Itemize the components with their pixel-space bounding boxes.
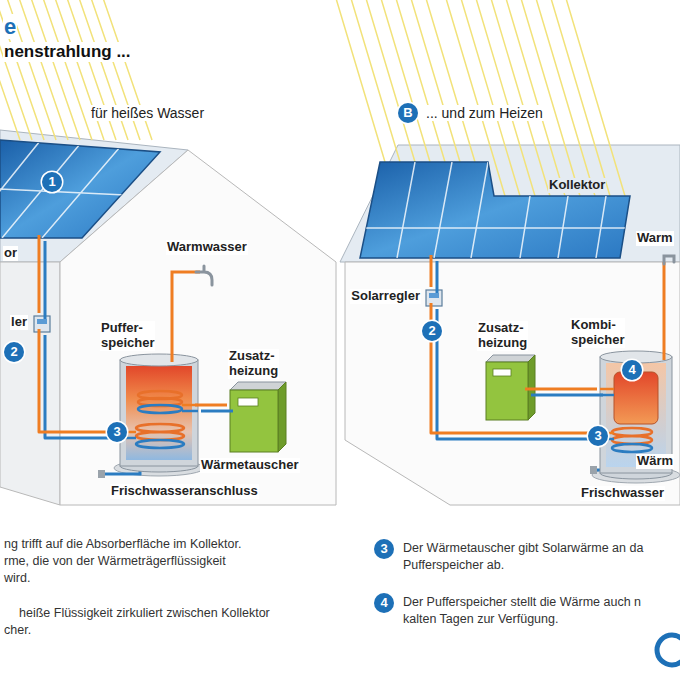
heater-display [493, 369, 511, 376]
pipe [38, 235, 41, 313]
warm-water-pipe [663, 262, 666, 360]
pipe [195, 404, 227, 407]
collector-panel [0, 140, 160, 238]
component: or [0, 140, 160, 238]
collector-panel [360, 162, 630, 258]
pipe [531, 394, 603, 397]
pipe [201, 410, 233, 413]
heater-top [486, 355, 535, 362]
buffer-tank [120, 360, 198, 466]
callout-number: B [398, 103, 418, 123]
front-wall [345, 262, 680, 505]
pipe-fitting [98, 470, 105, 478]
component: Zusatz- heizung [486, 362, 528, 420]
text-label: Pufferspeicher ab. [402, 558, 505, 572]
heater-box [486, 362, 528, 420]
text-label: e [3, 14, 17, 39]
callout-number: 4 [622, 360, 642, 380]
heat-exchanger-coil [120, 391, 198, 448]
text-label: ... und zum Heizen [425, 105, 544, 121]
heater-top [230, 382, 286, 390]
pipe [436, 261, 439, 293]
coil-turn [136, 440, 184, 448]
text-label: heiße Flüssigkeit zirkuliert zwischen Ko… [18, 606, 271, 620]
controller-screen [37, 319, 47, 324]
collector-grid [366, 162, 628, 258]
callout-number: 3 [588, 426, 608, 446]
component: ler [34, 316, 50, 332]
component: Puffer- speicher [120, 360, 198, 466]
coil-turn [138, 405, 182, 413]
text-label: Der Pufferspeicher stellt die Wärme auch… [402, 595, 642, 609]
text-label: rme, die von der Wärmeträgerflüssigkeit [3, 554, 227, 568]
component-label: Solarregler [350, 289, 421, 304]
text-label: Frischwasser [580, 486, 665, 501]
text-label: ng trifft auf die Absorberfläche im Koll… [3, 537, 242, 551]
text-label: Wärm [636, 454, 674, 469]
pipe-fitting [590, 466, 597, 474]
callout-number: 1 [42, 172, 62, 192]
text-label: cher. [3, 623, 32, 637]
coil-pipe [182, 410, 198, 413]
text-label: Wärmetauscher [200, 458, 300, 473]
pipe [525, 388, 597, 391]
pipe-pair [525, 389, 603, 395]
controller-screen [429, 293, 439, 298]
pipe [430, 255, 433, 287]
component-label: or [3, 246, 18, 261]
tank-top [120, 354, 198, 366]
coil-pipe [600, 388, 614, 391]
tap-symbol [664, 256, 674, 264]
component-label: Zusatz- heizung [228, 349, 279, 379]
text-label: Der Wärmetauscher gibt Solarwärme an da [402, 541, 644, 555]
title: nenstrahlung ... [3, 42, 132, 62]
heater-box [230, 390, 278, 452]
component-label: Kollektor [548, 178, 606, 193]
component: Zusatz- heizung [230, 390, 278, 452]
callout-number: 3 [374, 539, 394, 559]
tap-symbol [196, 266, 212, 285]
text-label: wird. [3, 571, 31, 585]
text-label: kalten Tagen zur Verfügung. [402, 612, 559, 626]
controller-box [34, 316, 50, 332]
callout-number: 3 [107, 422, 127, 442]
tank-content [126, 366, 192, 460]
pipe-pair [431, 255, 437, 293]
collector-grid [0, 141, 125, 238]
component-label: Zusatz- heizung [477, 321, 528, 351]
text-label: für heißes Wasser [90, 105, 205, 121]
callout-number: 2 [4, 342, 24, 362]
component-label: ler [10, 315, 28, 330]
inner-tank [614, 372, 658, 424]
warm-water-pipe [172, 272, 200, 362]
text-label: Frischwasseranschluss [110, 484, 259, 499]
callout-number: 2 [422, 321, 442, 341]
component-label: Puffer- speicher [100, 321, 155, 351]
component: Kollektor [360, 162, 630, 258]
heat-exchanger-coil [600, 389, 652, 452]
pipe-pair [39, 235, 45, 319]
component-label: Kombi- speicher [570, 318, 625, 348]
side-wall [0, 262, 60, 505]
text-label: Warmwasser [166, 240, 248, 255]
logo-ring [657, 635, 680, 665]
pipe [44, 241, 47, 319]
callout-number: 4 [374, 593, 394, 613]
text-label: Warm [636, 231, 674, 246]
heater-display [238, 398, 258, 406]
coil-turn [612, 444, 652, 452]
pipe-pair [195, 405, 233, 411]
heater-side [278, 382, 286, 452]
component: Solarregler [426, 290, 442, 306]
controller-box [426, 290, 442, 306]
